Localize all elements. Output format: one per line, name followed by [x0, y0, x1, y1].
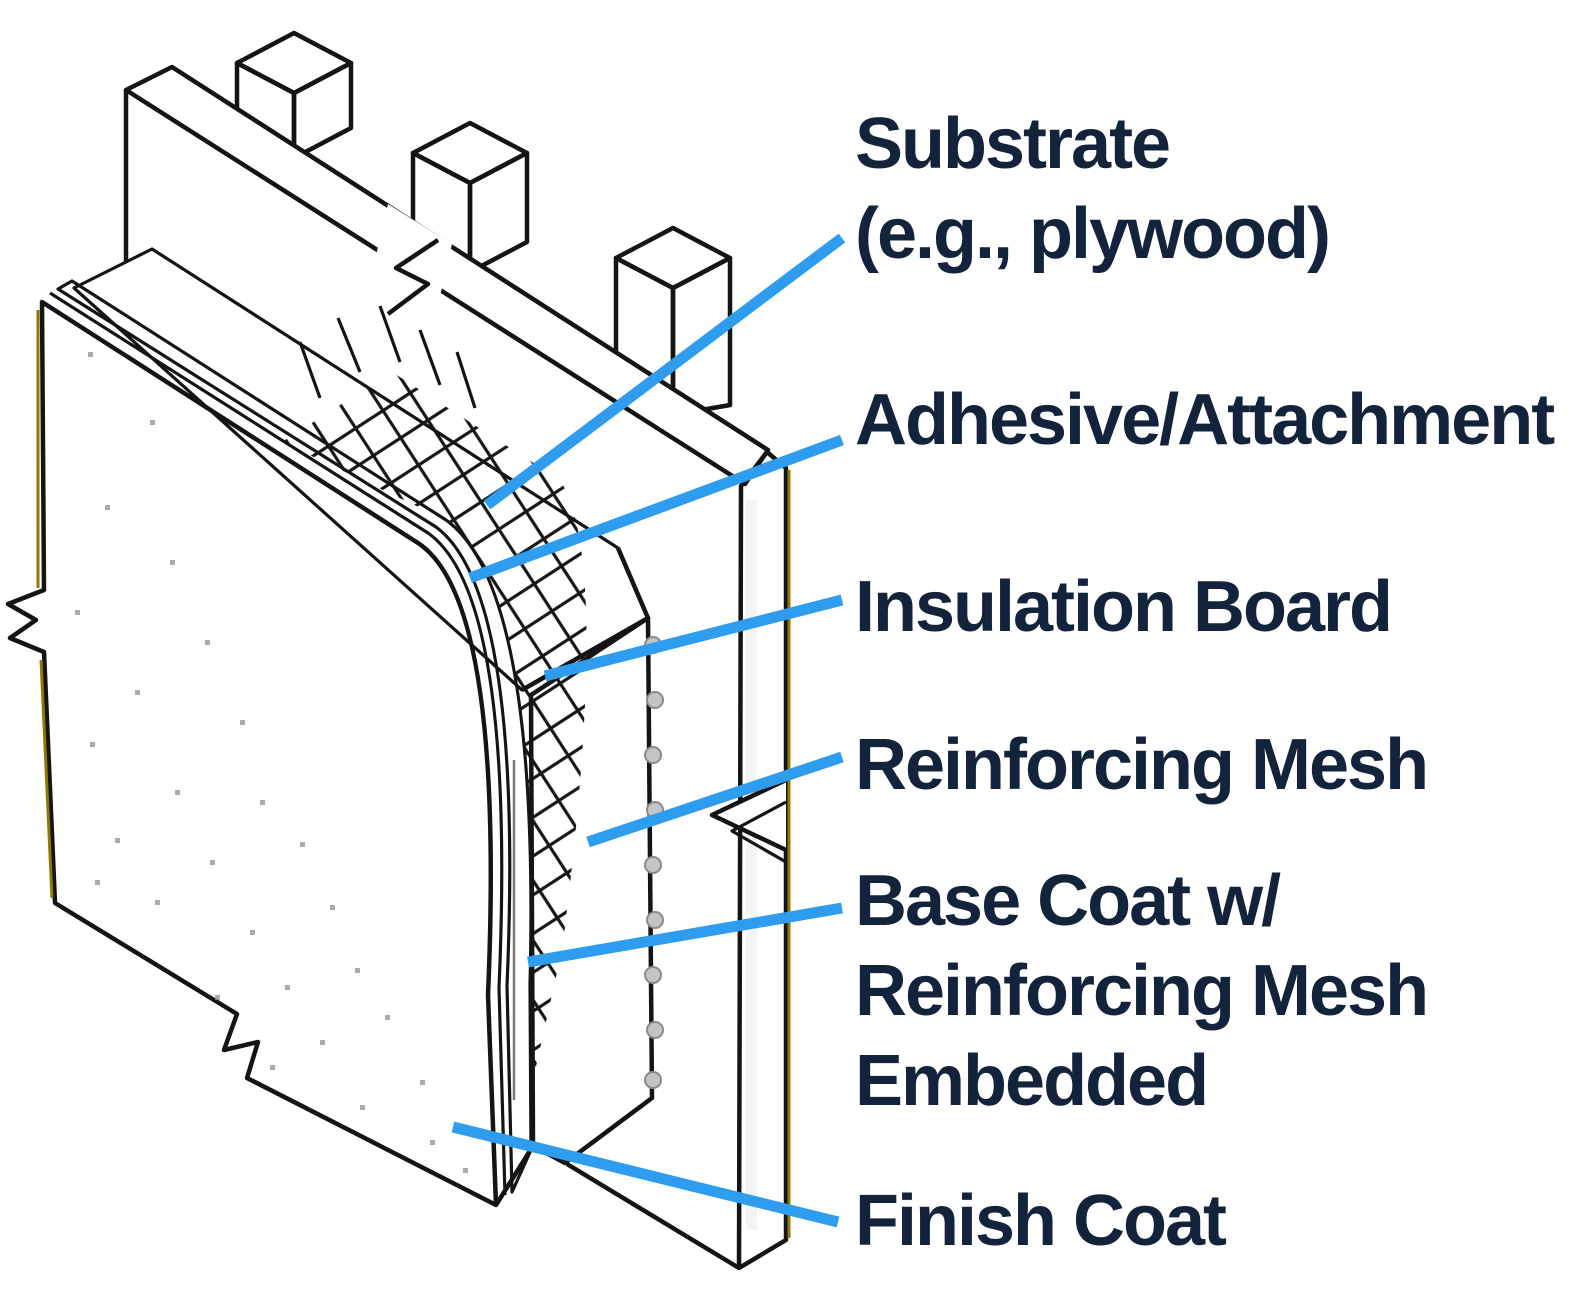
- leader-lines: [451, 233, 846, 1228]
- label-base-coat-line3: Embedded: [855, 1041, 1209, 1121]
- adhesive-dabs: [644, 636, 664, 1089]
- edge-artifact: [39, 659, 54, 899]
- stipple-texture: [75, 352, 468, 1173]
- substrate-bottom-edge: [565, 1162, 741, 1270]
- leader-base-coat: [527, 902, 843, 968]
- break-symbol: [709, 777, 787, 853]
- leader-finish-coat: [451, 1121, 840, 1228]
- label-base-coat-line2: Reinforcing Mesh: [855, 951, 1429, 1031]
- reinforcing-mesh-hatch: [282, 305, 587, 1080]
- break-symbol: [730, 800, 787, 864]
- label-finish-coat: Finish Coat: [855, 1181, 1227, 1261]
- leader-insulation-board: [543, 594, 844, 682]
- label-substrate-line2: (e.g., plywood): [855, 194, 1331, 274]
- leader-substrate: [483, 233, 846, 510]
- label-insulation-board: Insulation Board: [855, 567, 1393, 647]
- label-base-coat-line1: Base Coat w/: [855, 861, 1281, 941]
- substrate-right-edge: [709, 449, 791, 1271]
- label-substrate-line1: Substrate: [855, 104, 1171, 184]
- label-adhesive: Adhesive/Attachment: [855, 380, 1555, 460]
- mesh-wire-ends: [298, 305, 477, 409]
- leader-adhesive: [468, 434, 844, 584]
- substrate-top-edge: [123, 64, 771, 487]
- break-symbol: [386, 238, 440, 316]
- finish-coat-face: [5, 299, 499, 1208]
- finish-coat-edge-line: [49, 291, 507, 1196]
- label-reinforcing-mesh: Reinforcing Mesh: [855, 725, 1429, 805]
- leader-reinforcing-mesh: [586, 751, 844, 848]
